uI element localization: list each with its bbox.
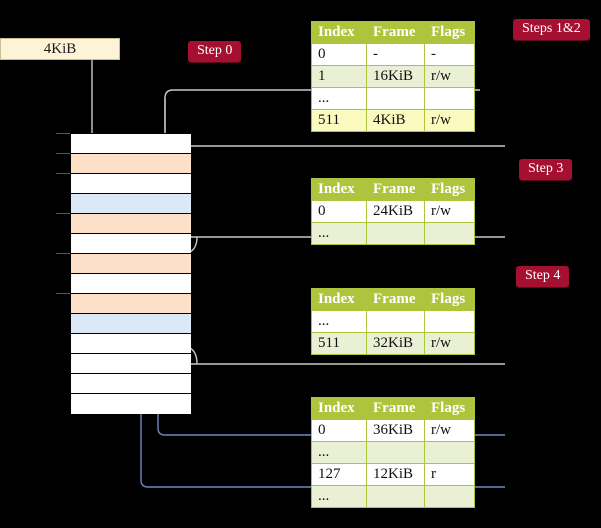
page-table-level-1-r3-c1: 4KiB	[366, 109, 425, 132]
page-table-level-1-r3-c0: 511	[311, 109, 367, 132]
page-table-level-4-r1-c1	[366, 441, 425, 464]
page-table-level-1-r1-c2: r/w	[424, 65, 475, 88]
page-table-level-2-r1-c0: ...	[311, 222, 367, 245]
badge-steps-1-2: Steps 1&2	[513, 19, 590, 40]
badge-steps-1-2-label: Steps 1&2	[522, 21, 581, 36]
badge-step-3-label: Step 3	[528, 161, 564, 176]
badge-step-3: Step 3	[519, 159, 573, 180]
page-table-level-4-r3-c1	[366, 485, 425, 508]
memory-row-3	[71, 194, 191, 214]
table-row: ...	[311, 485, 475, 508]
memory-row-12	[71, 374, 191, 394]
memory-row-2	[71, 174, 191, 194]
source-frame-box: 4KiB	[0, 38, 120, 60]
memory-tick-0	[56, 133, 70, 134]
memory-row-11	[71, 354, 191, 374]
table-row: 0--	[311, 43, 475, 66]
page-table-level-4-header-2: Flags	[424, 397, 475, 420]
page-table-level-4-header-0: Index	[311, 397, 367, 420]
page-table-level-3-r0-c0: ...	[311, 310, 367, 333]
arrow-tbl4-row0-to-mem	[151, 332, 505, 436]
page-table-level-4-r0-c2: r/w	[424, 419, 475, 442]
page-table-level-1-header-1: Frame	[366, 21, 425, 44]
memory-row-1	[71, 154, 191, 174]
page-table-level-4-r2-c2: r	[424, 463, 475, 486]
page-table-level-2-r0-c0: 0	[311, 200, 367, 223]
page-table-level-4-r0-c0: 0	[311, 419, 367, 442]
memory-row-4	[71, 214, 191, 234]
arrow-tbl4-row127-to-mem	[134, 209, 505, 488]
badge-step-0: Step 0	[188, 41, 242, 62]
memory-row-7	[71, 274, 191, 294]
page-table-level-4-r1-c2	[424, 441, 475, 464]
page-table-level-4-r2-c1: 12KiB	[366, 463, 425, 486]
memory-tick-4	[56, 213, 70, 214]
blue-connectors	[134, 209, 505, 488]
table-row: ...	[311, 441, 475, 464]
memory-tick-6	[56, 253, 70, 254]
page-table-level-1-r0-c0: 0	[311, 43, 367, 66]
page-table-level-2-r0-c1: 24KiB	[366, 200, 425, 223]
badge-step-0-label: Step 0	[197, 43, 233, 58]
table-row: ...	[311, 222, 475, 245]
memory-row-9	[71, 314, 191, 334]
page-table-level-1-r2-c1	[366, 87, 425, 110]
page-table-level-1-r0-c2: -	[424, 43, 475, 66]
page-table-level-1-header-0: Index	[311, 21, 367, 44]
source-frame-label: 4KiB	[43, 40, 77, 57]
page-table-level-2-r0-c2: r/w	[424, 200, 475, 223]
page-table-level-3-header-0: Index	[311, 288, 367, 311]
page-table-level-4-r1-c0: ...	[311, 441, 367, 464]
badge-step-4-label: Step 4	[525, 268, 561, 283]
page-table-level-1-r0-c1: -	[366, 43, 425, 66]
memory-row-13	[71, 394, 191, 414]
page-table-level-3-r1-c1: 32KiB	[366, 332, 425, 355]
page-table-level-4-header-1: Frame	[366, 397, 425, 420]
page-table-level-3-header-2: Flags	[424, 288, 475, 311]
table-row: ...	[311, 310, 475, 333]
table-row: ...	[311, 87, 475, 110]
page-table-level-1-r1-c1: 16KiB	[366, 65, 425, 88]
page-table-level-1-r3-c2: r/w	[424, 109, 475, 132]
page-table-level-2-header-0: Index	[311, 178, 367, 201]
page-table-level-3-r1-c2: r/w	[424, 332, 475, 355]
page-table-level-3-r0-c1	[366, 310, 425, 333]
page-table-level-4-r2-c0: 127	[311, 463, 367, 486]
memory-row-5	[71, 234, 191, 254]
page-table-level-1-r2-c0: ...	[311, 87, 367, 110]
page-table-level-3-r0-c2	[424, 310, 475, 333]
memory-row-0	[71, 134, 191, 154]
page-table-level-3-r1-c0: 511	[311, 332, 367, 355]
page-table-level-3-header-1: Frame	[366, 288, 425, 311]
page-table-level-2-r1-c2	[424, 222, 475, 245]
page-table-level-2-header-1: Frame	[366, 178, 425, 201]
memory-tick-2	[56, 173, 70, 174]
memory-row-6	[71, 254, 191, 274]
page-table-level-2-header-2: Flags	[424, 178, 475, 201]
memory-tick-1	[56, 153, 70, 154]
line-tbl1-row1-to-mem	[164, 89, 480, 146]
page-table-level-4-r3-c0: ...	[311, 485, 367, 508]
physical-memory-column	[70, 133, 191, 414]
page-table-level-2-r1-c1	[366, 222, 425, 245]
memory-row-10	[71, 334, 191, 354]
page-table-level-1-r1-c0: 1	[311, 65, 367, 88]
badge-step-4: Step 4	[516, 266, 570, 287]
page-table-level-4-r3-c2	[424, 485, 475, 508]
page-table-level-1-header-2: Flags	[424, 21, 475, 44]
memory-row-8	[71, 294, 191, 314]
page-table-level-4-r0-c1: 36KiB	[366, 419, 425, 442]
memory-tick-8	[56, 293, 70, 294]
page-table-level-1-r2-c2	[424, 87, 475, 110]
